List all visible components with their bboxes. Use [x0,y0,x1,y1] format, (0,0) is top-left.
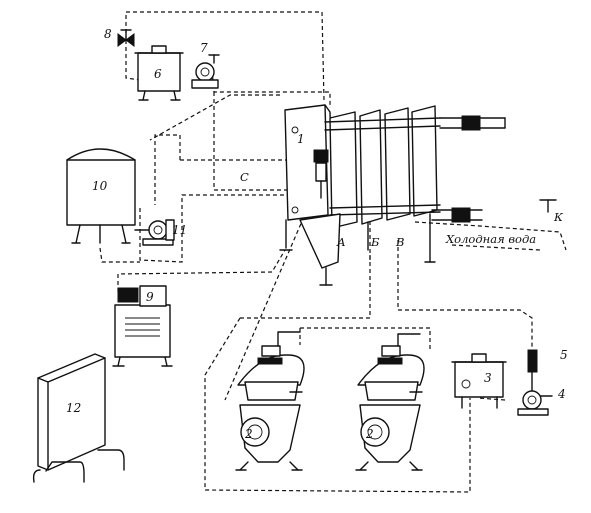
pipe-diagonal-long [224,197,313,401]
tank-6 [134,45,184,101]
pump-4 [517,390,553,416]
tank-3 [451,353,507,409]
separator-2-right [355,333,425,471]
pipe-separator-loop [204,317,471,493]
label-a: А [336,235,346,249]
cooler-12 [32,353,125,483]
label-cold-water: Холодная вода [445,232,536,246]
pipe-valve8-tank6 [125,40,141,81]
label-v: В [395,235,404,249]
label-8: 8 [104,27,112,41]
label-9: 9 [146,290,154,304]
label-11: 11 [172,223,187,237]
pipe-separator-top [240,255,371,319]
label-10: 10 [92,179,108,193]
label-2-left: 2 [244,427,253,441]
pipe-pump7-heater [211,69,331,108]
filter-5 [527,349,538,391]
pipe-cold-water-2 [451,244,541,251]
tank-10 [66,148,136,244]
pipe-separator-feed [300,327,431,350]
label-3: 3 [484,371,492,385]
plate-heat-exchanger-1 [279,104,557,286]
pipe-pump4-tank3 [477,397,506,401]
homogenizer-9 [112,285,173,367]
label-7: 7 [200,41,208,55]
label-b: Б [370,235,380,249]
pipe-pump11-up [154,134,181,205]
label-1: 1 [297,132,305,146]
pipe-b-tank3 [397,240,533,348]
pipe-pump11-loop [139,194,290,263]
label-2-right: 2 [365,427,374,441]
label-k: К [553,210,564,224]
valve-8 [117,29,135,47]
pump-7 [191,54,220,89]
stream-letters: А Б В С К Холодная вода [240,170,564,249]
pipe-c [213,92,290,191]
label-5: 5 [560,348,568,362]
pipe-tank10-bottom [99,247,140,263]
pump-11 [134,219,175,246]
label-12: 12 [66,401,81,415]
label-4: 4 [557,387,566,401]
label-6: 6 [154,67,162,81]
pipelines [99,11,567,493]
pipe-diagonal-top [149,94,280,141]
separator-2-left [235,331,305,471]
pipe-9-heater [117,249,286,292]
pipe-cold-water [414,221,567,251]
component-numbers: 1 2 2 3 4 5 6 7 8 9 10 11 12 [66,27,568,441]
label-c: С [240,170,249,184]
pipe-top-loop [125,11,325,101]
